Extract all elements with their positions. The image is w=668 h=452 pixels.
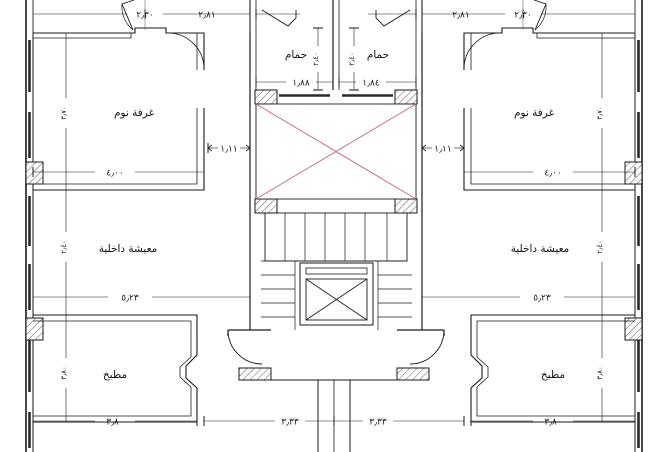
right-unit-entry-door <box>533 0 547 31</box>
dim-bedroom-right-width: ٤٫٠٠ <box>544 169 561 179</box>
dimension-labels: ٢٫٣٠ ٢٫٨١ ٢٫٨١ ٢٫٣٠ ١٫٨٨ ١٫٨٤ ١٫١١ ١٫١١ … <box>106 11 561 428</box>
dim-bath-left-width: ١٫٨٨ <box>292 79 310 89</box>
elevator-shaft <box>299 262 374 326</box>
staircase <box>261 212 412 330</box>
left-unit-entry-door <box>121 0 135 31</box>
left-unit-walls <box>33 27 205 423</box>
dimension-lines <box>32 0 636 426</box>
dim-core-left-gap: ١٫١١ <box>220 145 237 155</box>
room-label-bedroom-left: غرفة نوم <box>114 107 155 119</box>
room-labels: غرفة نوم غرفة نوم معيشة داخلية معيشة داخ… <box>99 49 570 381</box>
dim-bottom-right-inner: ٣٫٣٣ <box>369 418 387 428</box>
dim-kitchen-right-height: ٣٫٨٠ <box>596 366 604 380</box>
dim-top-right-inner: ٢٫٨١ <box>452 11 469 21</box>
dim-bedroom-left-height: ٣٫٧٠ <box>60 106 68 120</box>
room-label-living-right: معيشة داخلية <box>511 243 570 255</box>
exterior-window-openings <box>28 40 640 448</box>
dim-bottom-left-outer: ٣٫٨٠ <box>106 418 123 428</box>
room-label-bath-right: حمام <box>367 49 389 61</box>
central-void <box>255 103 417 200</box>
lobby-walls <box>227 329 445 452</box>
dim-top-right-outer: ٢٫٣٠ <box>514 11 531 21</box>
dim-kitchen-left-height: ٣٫٨٠ <box>60 366 68 380</box>
dim-living-left-height: ٢٫٤٠ <box>60 240 68 254</box>
dim-bath-right-width: ١٫٨٤ <box>362 79 380 89</box>
vertical-dimension-labels: ٣٫٧٠ ٢٫٤٠ ٣٫٨٠ ٣٫٧٠ ٢٫٤٠ ٣٫٨٠ ٢٫٤٠ ٢٫٤٠ <box>60 52 604 380</box>
exterior-walls <box>25 0 643 452</box>
room-label-kitchen-right: مطبخ <box>541 369 565 381</box>
dim-top-left-outer: ٢٫٣٠ <box>136 11 153 21</box>
dim-living-left-width: ٥٫٢٣ <box>121 294 139 304</box>
room-label-kitchen-left: مطبخ <box>103 369 127 381</box>
room-label-living-left: معيشة داخلية <box>99 243 158 255</box>
columns <box>25 89 643 381</box>
dim-top-left-inner: ٢٫٨١ <box>198 11 215 21</box>
dim-living-right-width: ٥٫٢٣ <box>533 294 551 304</box>
room-label-bedroom-right: غرفة نوم <box>514 107 555 119</box>
dim-bedroom-right-height: ٣٫٧٠ <box>596 106 604 120</box>
dim-core-right-gap: ١٫١١ <box>434 145 451 155</box>
dim-bath-left-height: ٢٫٤٠ <box>312 52 320 66</box>
room-label-bath-left: حمام <box>285 49 307 61</box>
dim-bedroom-left-width: ٤٫٠٠ <box>106 169 123 179</box>
dim-living-right-height: ٢٫٤٠ <box>596 240 604 254</box>
dim-bath-right-height: ٢٫٤٠ <box>348 52 356 66</box>
dim-bottom-right-outer: ٣٫٨٠ <box>544 418 561 428</box>
dim-bottom-left-inner: ٣٫٣٣ <box>281 418 299 428</box>
